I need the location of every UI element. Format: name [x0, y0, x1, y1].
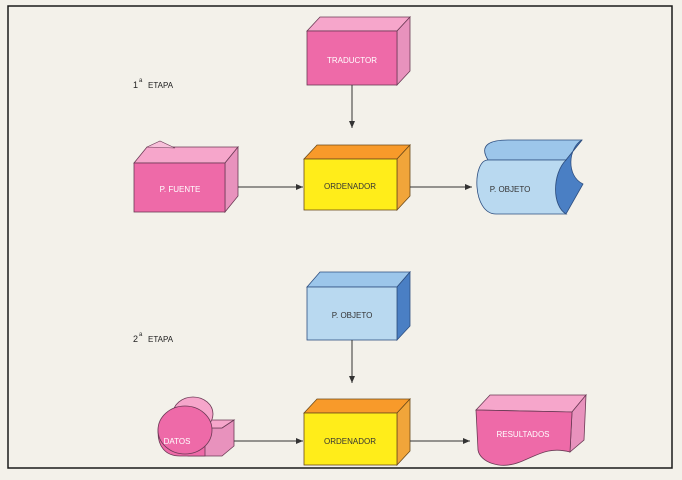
stage-1-superscript: a [139, 78, 143, 84]
ordenador-2-label: ORDENADOR [324, 437, 376, 446]
datos-roll: DATOS [157, 396, 236, 457]
objeto-out-label: P. OBJETO [490, 185, 531, 194]
ordenador-2-box: ORDENADOR [303, 397, 411, 467]
traductor-box: TRADUCTOR [306, 15, 411, 87]
resultados-shape: RESULTADOS [475, 393, 587, 466]
resultados-label: RESULTADOS [496, 430, 549, 439]
objeto-in-label: P. OBJETO [332, 311, 373, 320]
objeto-in-box: P. OBJETO [306, 270, 411, 342]
stage-2-superscript: a [139, 332, 143, 338]
ordenador-1-label: ORDENADOR [324, 182, 376, 191]
objeto-out-shape: P. OBJETO [476, 139, 584, 215]
diagram-frame [7, 5, 673, 469]
stage-2-number: 2 [133, 334, 138, 344]
datos-label: DATOS [164, 437, 191, 446]
stage-2-text: ETAPA [148, 335, 174, 344]
stage-2-label: 2 a ETAPA [133, 332, 174, 344]
stage-1-text: ETAPA [148, 81, 174, 90]
fuente-box: P. FUENTE [133, 140, 239, 214]
stage-1-label: 1 a ETAPA [133, 78, 174, 90]
traductor-label: TRADUCTOR [327, 56, 377, 65]
ordenador-1-box: ORDENADOR [303, 143, 411, 212]
stage-1-number: 1 [133, 80, 138, 90]
fuente-label: P. FUENTE [160, 185, 201, 194]
